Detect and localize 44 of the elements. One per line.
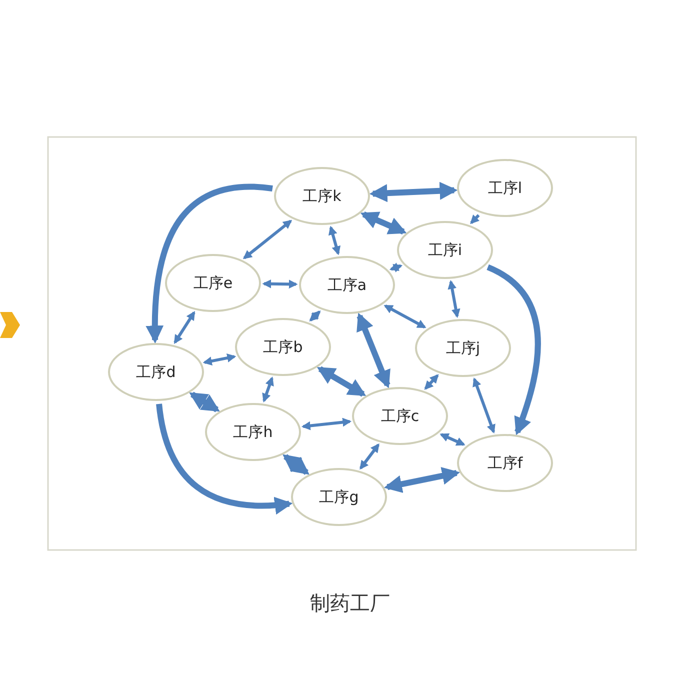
arrow (448, 280, 460, 318)
arrow (242, 220, 292, 260)
arrow (389, 262, 403, 272)
arrow (301, 418, 352, 430)
arrow (384, 304, 426, 328)
process-label: 工序g (319, 488, 359, 506)
arrow (174, 311, 196, 344)
arrow (316, 366, 366, 397)
arrow (309, 310, 321, 322)
arrow (369, 182, 458, 202)
process-label: 工序a (327, 276, 367, 294)
arrow (440, 433, 466, 446)
process-label: 工序k (302, 186, 342, 206)
process-label: 工序d (136, 362, 176, 382)
process-ellipse (165, 254, 261, 312)
arrow (189, 392, 220, 412)
arrow (202, 354, 236, 366)
process-label: 工序b (263, 338, 303, 356)
process-label: 工序i (428, 240, 462, 260)
process-ellipse (415, 319, 511, 377)
arrow (360, 212, 407, 234)
arrow (472, 377, 496, 434)
arrow (384, 466, 460, 494)
process-label: 工序l (488, 178, 522, 198)
process-label: 工序j (446, 338, 480, 358)
arrow (282, 454, 310, 475)
arrow (424, 374, 439, 390)
arrow (262, 376, 274, 402)
arrow (146, 184, 273, 344)
arrow (328, 226, 341, 256)
process-ellipse (108, 343, 204, 401)
arrow (486, 264, 541, 436)
arrow (262, 279, 298, 289)
arrow (359, 443, 380, 470)
process-label: 工序e (193, 274, 233, 292)
process-label: 工序h (233, 422, 273, 442)
process-label: 工序c (380, 406, 420, 426)
arrow (470, 214, 480, 224)
process-label: 工序f (487, 454, 523, 472)
process-ellipse (397, 221, 493, 279)
arrow (156, 404, 293, 514)
caption: 制药工厂 (309, 590, 391, 617)
process-ellipse (352, 387, 448, 445)
arrow (356, 312, 390, 388)
